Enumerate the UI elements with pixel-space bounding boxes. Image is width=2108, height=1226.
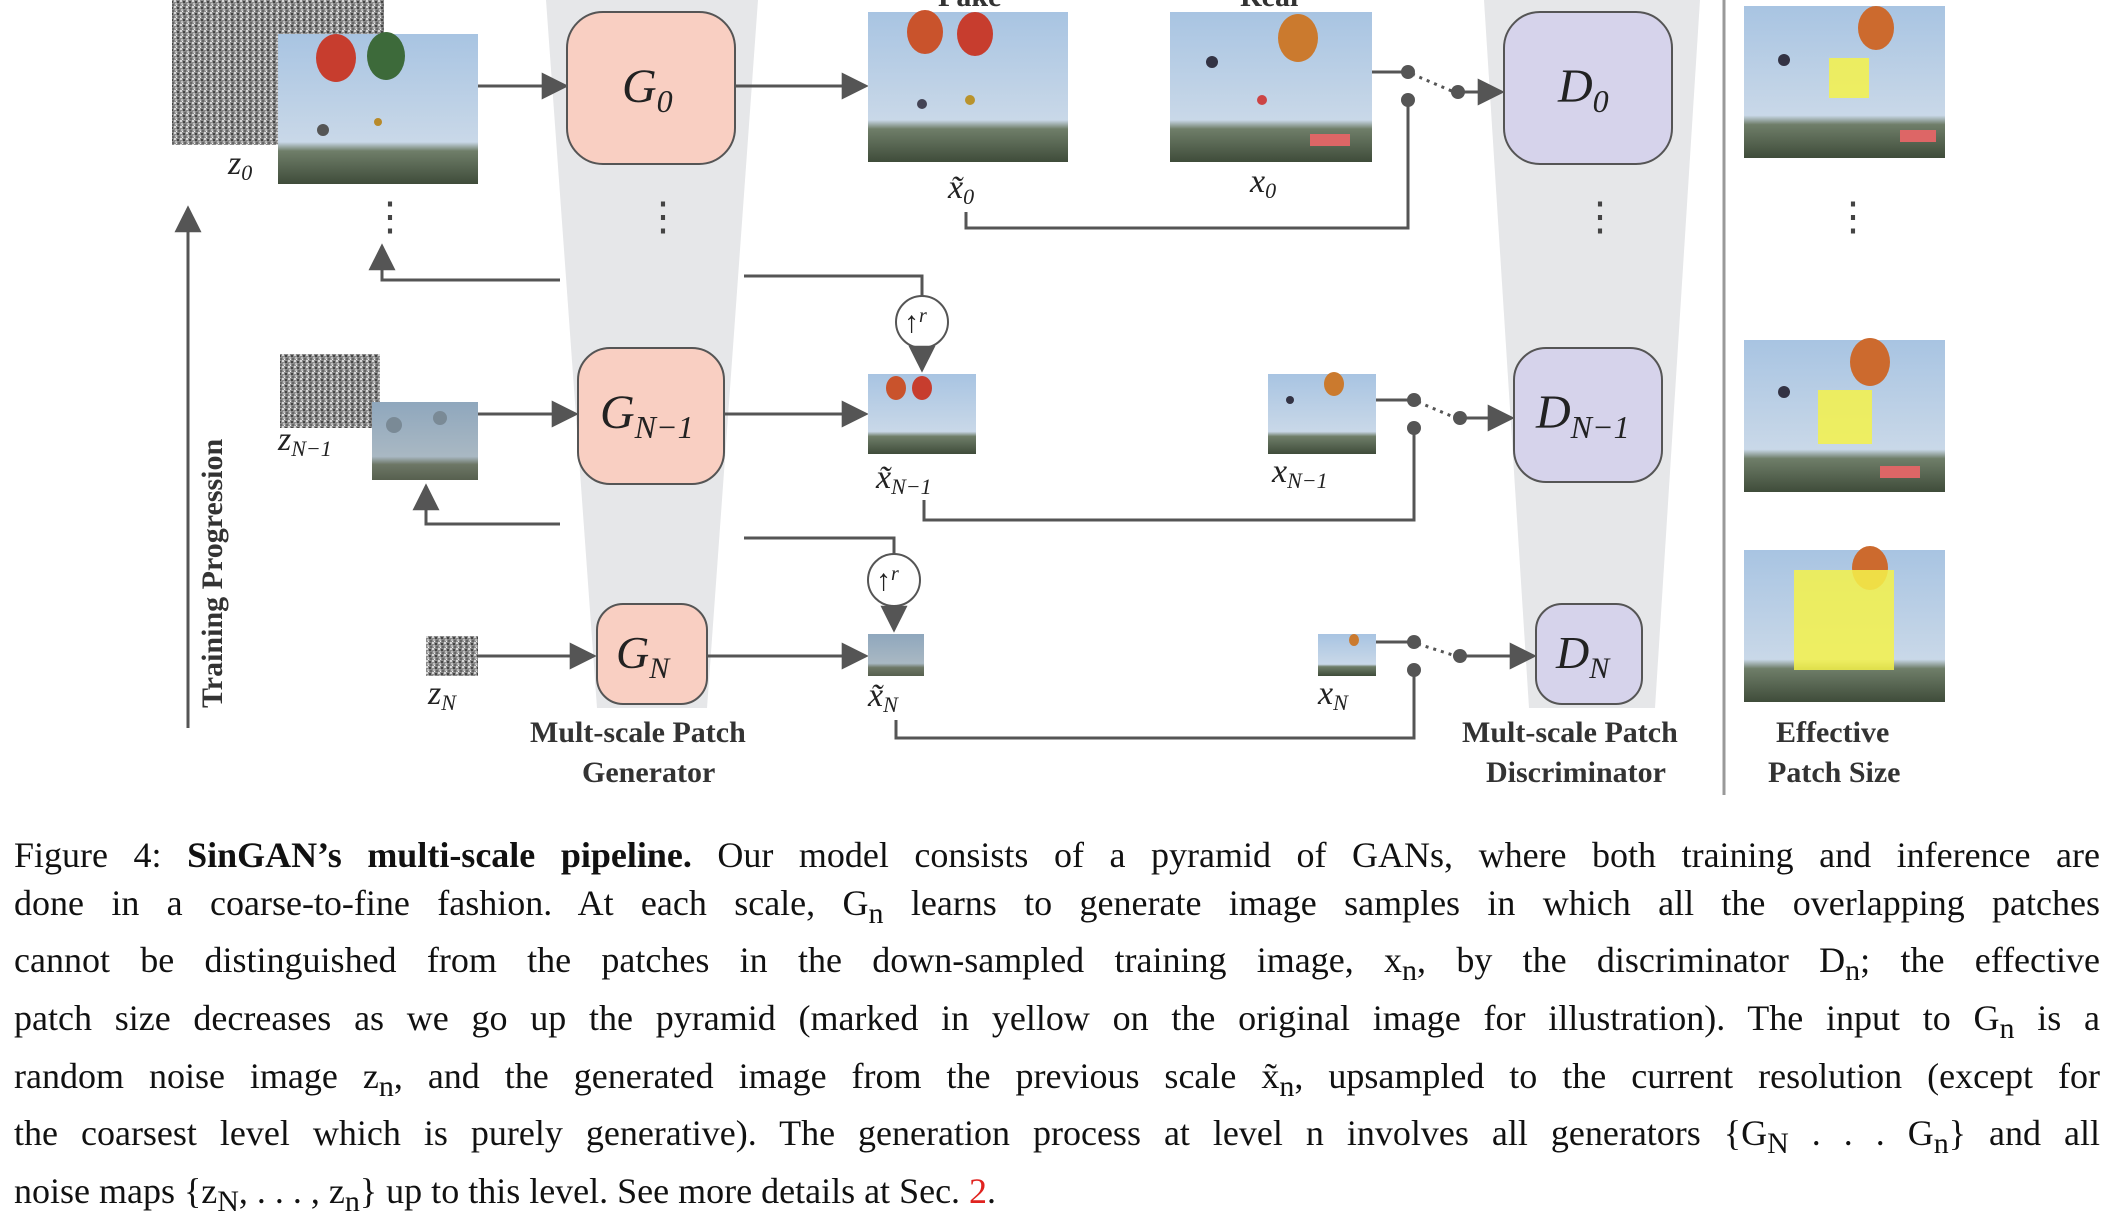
label-zn1: zN−1: [277, 421, 332, 461]
upsample-symbol-1: ↑r: [904, 305, 927, 339]
upsample-path-left-n1: [412, 483, 560, 526]
fake-image-n1: [868, 374, 976, 454]
d0-label: D0: [1557, 60, 1609, 119]
upsample-symbol-n: ↑r: [876, 563, 899, 597]
real-image-n1: [1268, 372, 1376, 454]
fake-image-0: [868, 10, 1068, 162]
generator-caption-1: Mult-scale Patch: [530, 716, 746, 749]
generator-gn: [596, 603, 708, 705]
upsample-path-left: [368, 243, 560, 282]
vdots-discriminator: ⋮: [1580, 194, 1620, 239]
vdots-generator: ⋮: [643, 194, 683, 239]
dn1-label: DN−1: [1535, 386, 1630, 445]
discriminator-dn1: [1513, 347, 1663, 483]
fake-path-0: [964, 100, 1410, 230]
patch-image-n1: [1744, 338, 1945, 492]
section-ref-link[interactable]: 2: [969, 1170, 988, 1211]
real-image-n: [1318, 634, 1376, 676]
g0-label: G0: [622, 60, 673, 119]
figure-caption: Figure 4: SinGAN’s multi-scale pipeline.…: [14, 832, 2100, 1226]
patch-image-n: [1744, 546, 1945, 702]
discriminator-d0: [1503, 11, 1673, 165]
real-image-0: [1170, 12, 1372, 162]
generator-g0: [566, 11, 736, 165]
dotted-real-n1: [1417, 400, 1457, 420]
gn-label: GN: [616, 627, 671, 685]
upsample-path-n1: [744, 536, 896, 556]
discriminator-caption-1: Mult-scale Patch: [1462, 716, 1678, 749]
caption-line-5: random noise image zn, and the generated…: [14, 1055, 2100, 1103]
caption-line-4: patch size decreases as we go up the pyr…: [14, 997, 2100, 1046]
label-x0: x0: [1249, 163, 1276, 203]
caption-line-7: noise maps {zN, . . . , zn} up to this l…: [14, 1170, 997, 1219]
vdots-input: ⋮: [370, 194, 410, 239]
fake-path-n1: [922, 428, 1416, 522]
caption-line-1: Figure 4: SinGAN’s multi-scale pipeline.…: [14, 835, 2100, 875]
patch-caption-2: Patch Size: [1768, 756, 1900, 789]
label-x-tilde-n: x̃N: [867, 677, 899, 717]
label-xn1: xN−1: [1271, 453, 1328, 493]
upsample-path-top: [744, 274, 924, 298]
gn1-label: GN−1: [600, 386, 694, 445]
training-progression-label: Training Progression: [196, 438, 229, 708]
real-label: Real: [1240, 0, 1298, 13]
caption-line-6: the coarsest level which is purely gener…: [14, 1113, 2100, 1161]
label-x-tilde-n1: x̃N−1: [875, 459, 932, 499]
noise-map-zn: [426, 636, 478, 676]
discriminator-dn: [1535, 603, 1643, 705]
node-real-n: [1407, 635, 1421, 649]
patch-caption-1: Effective: [1776, 716, 1889, 749]
caption-line-3: cannot be distinguished from the patches…: [14, 940, 2100, 988]
label-xn: xN: [1317, 675, 1349, 715]
discriminator-caption-2: Discriminator: [1486, 756, 1666, 789]
vdots-patch: ⋮: [1833, 194, 1873, 239]
fake-path-n: [894, 670, 1416, 740]
caption-line-2: done in a coarse-to-fine fashion. At eac…: [14, 882, 2100, 930]
singan-pipeline-figure: Training Progression z0 ⋮ G0 ⋮ Fake x̃0 …: [172, 0, 1945, 795]
fake-image-n: [868, 634, 924, 676]
fake-label: Fake: [938, 0, 1001, 13]
dotted-real-n: [1417, 642, 1457, 658]
dotted-real-0: [1411, 72, 1455, 94]
label-zn: zN: [427, 675, 457, 715]
node-real-n1: [1407, 393, 1421, 407]
input-image-n1: [372, 402, 478, 480]
node-real-0: [1401, 65, 1415, 79]
generator-gn1: [577, 347, 725, 485]
input-image-0: [278, 32, 478, 184]
label-x-tilde-0: x̃0: [947, 169, 974, 209]
noise-map-zn1: [280, 354, 380, 428]
patch-image-0: [1744, 6, 1945, 158]
label-z0: z0: [227, 145, 252, 185]
generator-caption-2: Generator: [582, 756, 715, 789]
dn-label: DN: [1555, 627, 1611, 685]
